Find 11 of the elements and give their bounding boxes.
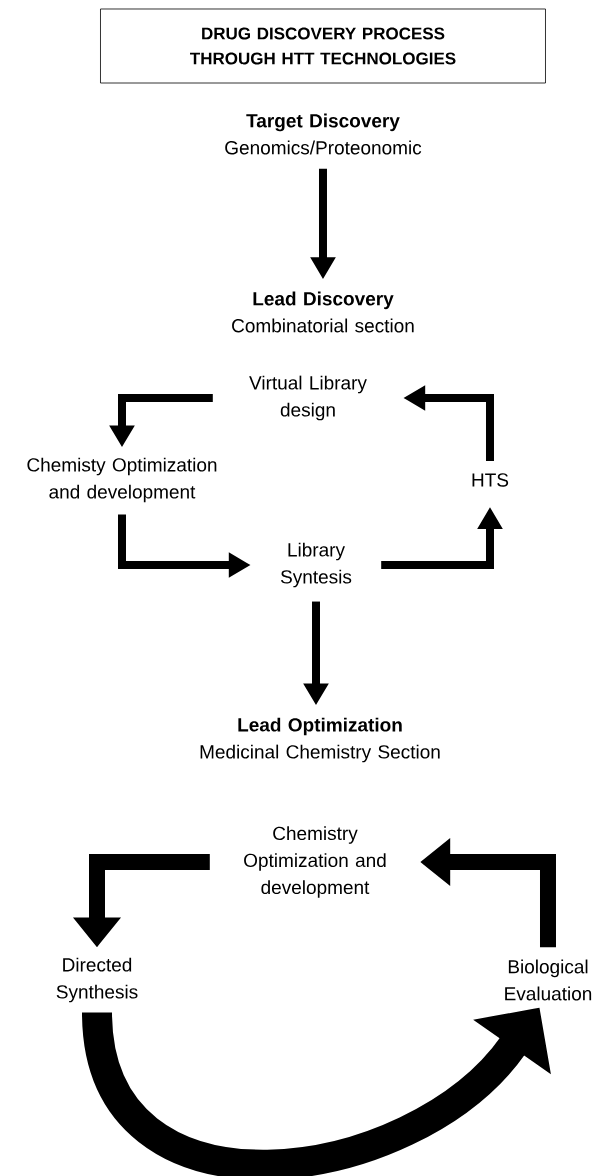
stage-heading: Target Discovery Genomics/Proteonomic — [225, 113, 422, 155]
step-text: Virtual Library design — [249, 375, 367, 421]
step-text: Biological Evaluation — [505, 959, 592, 1001]
stage-heading: Lead Discovery Combinatorial section — [232, 291, 414, 333]
title-box: DRUG DISCOVERY PROCESS THROUGH HTT TECHNOLOGIES — [100, 8, 546, 84]
step-text: Library Syntesis — [280, 542, 352, 588]
stage-heading: Lead Optimization Medicinal Chemistry Section — [200, 717, 440, 763]
step-text: Chemisty Optimization and development — [27, 457, 217, 503]
step-text: Chemistry Optimization and development — [244, 826, 386, 898]
step-text: HTS — [472, 473, 509, 487]
step-text: Directed Synthesis — [56, 957, 138, 1003]
